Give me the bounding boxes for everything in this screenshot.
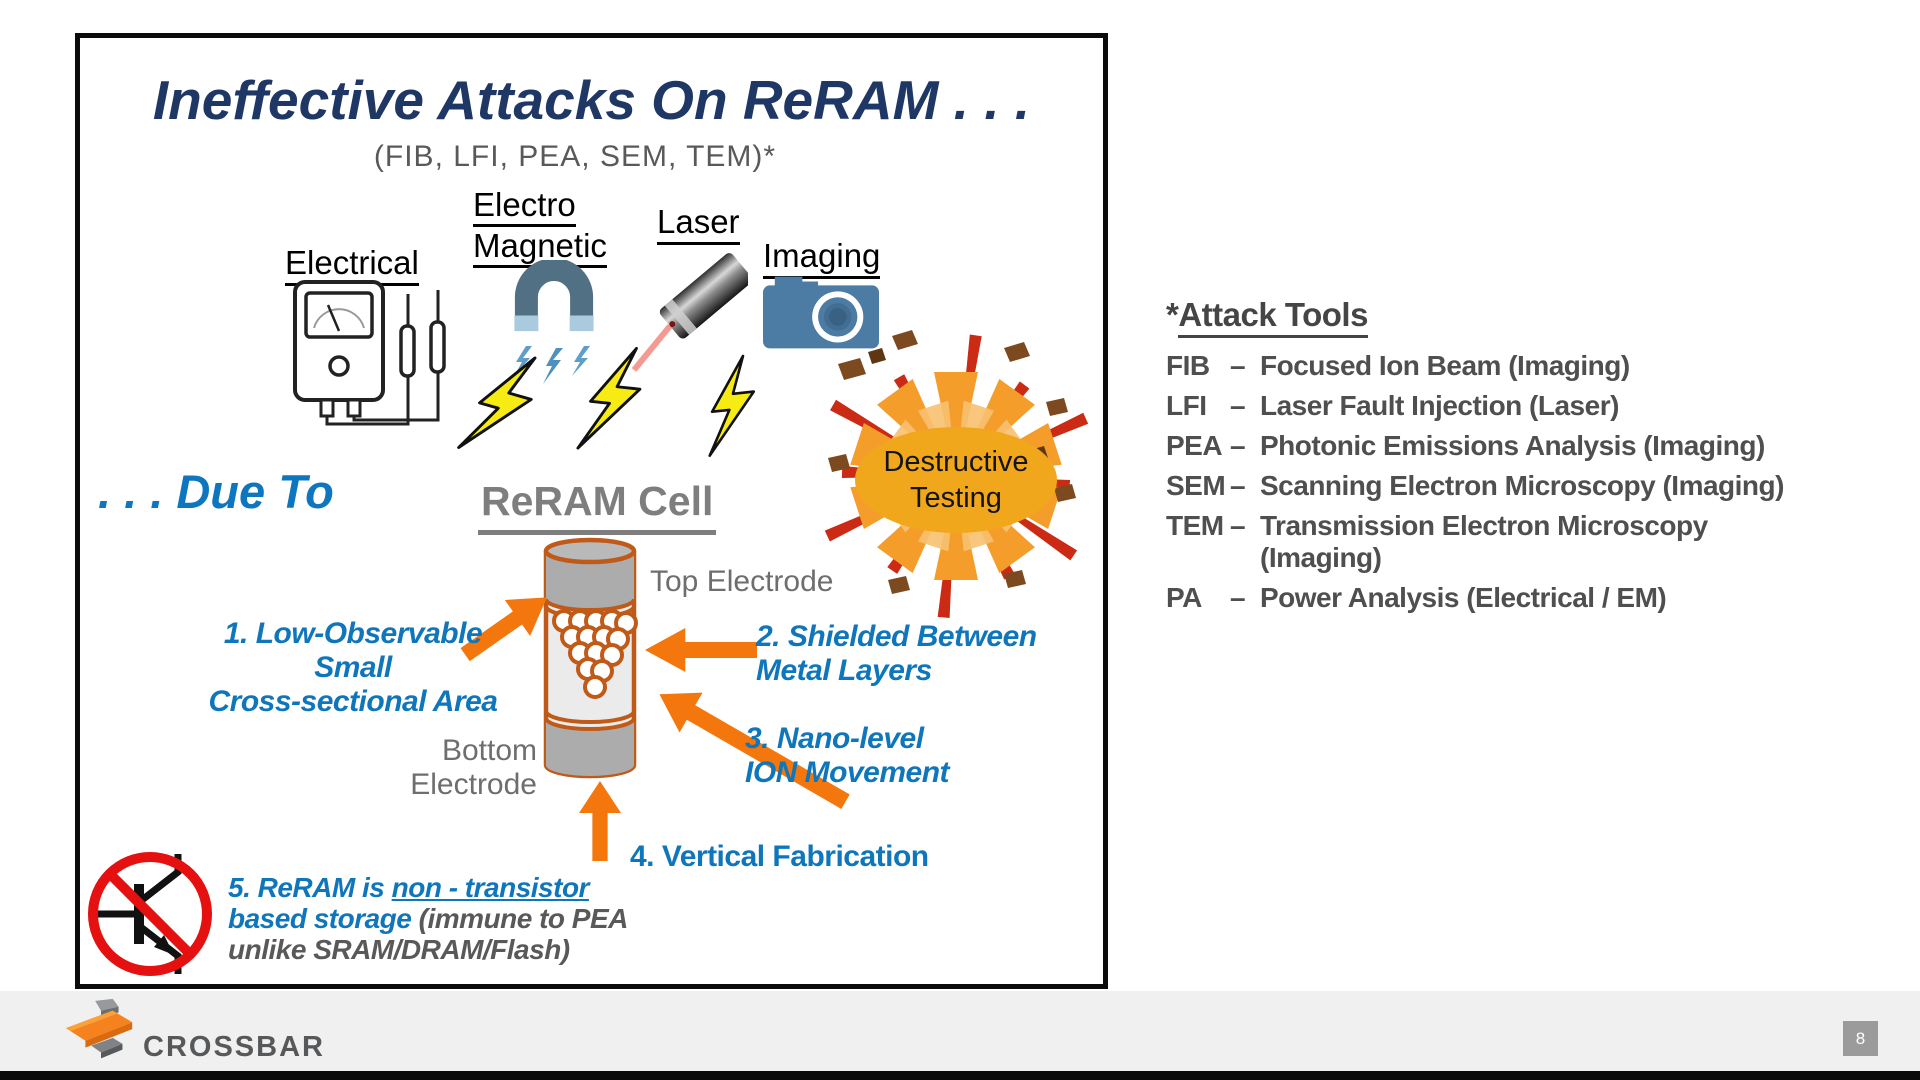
tool-dash: –	[1230, 350, 1246, 381]
reason-5-blue1: 5. ReRAM is	[228, 872, 392, 903]
label-imaging-text: Imaging	[763, 237, 881, 279]
reason-4: 4. Vertical Fabrication	[630, 840, 929, 873]
reram-cell-title: ReRAM Cell	[478, 478, 717, 535]
reason-5-blue2: based storage	[228, 903, 419, 934]
magnet-icon	[514, 260, 594, 332]
tool-dash: –	[1230, 390, 1246, 421]
explosion-graphic	[824, 330, 1089, 618]
attack-tool-row: FIB – Focused Ion Beam (Imaging)	[1166, 350, 1826, 382]
label-electromagnetic: Electro Magnetic	[473, 186, 607, 268]
reason-5-line1: 5. ReRAM is non - transistor	[228, 872, 628, 903]
crossbar-logo-icon	[65, 998, 133, 1059]
tool-abbr: PEA	[1166, 430, 1223, 461]
slide-subtitle: (FIB, LFI, PEA, SEM, TEM)*	[373, 140, 777, 173]
attack-tool-row: TEM – Transmission Electron Microscopy (…	[1166, 510, 1826, 574]
top-electrode-label: Top Electrode	[650, 565, 834, 598]
attack-tools-star: *	[1166, 296, 1179, 333]
attack-tool-row: PA – Power Analysis (Electrical / EM)	[1166, 582, 1826, 614]
attack-tools-heading-text: Attack Tools	[1178, 296, 1368, 338]
tool-desc: Power Analysis (Electrical / EM)	[1260, 582, 1667, 613]
lightning-bolt-icon	[708, 354, 756, 457]
crossbar-brand-text: CROSSBAR	[143, 1031, 325, 1063]
label-laser: Laser	[657, 203, 740, 245]
attack-tool-row: LFI – Laser Fault Injection (Laser)	[1166, 390, 1826, 422]
attack-tools-list: FIB – Focused Ion Beam (Imaging) LFI – L…	[1166, 350, 1826, 614]
lightning-bolt-icon	[576, 346, 642, 450]
slide-title: Ineffective Attacks On ReRAM . . .	[152, 69, 1031, 131]
tool-dash: –	[1230, 582, 1246, 613]
reram-cell-title-text: ReRAM Cell	[478, 478, 717, 535]
label-laser-text: Laser	[657, 203, 740, 245]
tool-dash: –	[1230, 470, 1246, 501]
arrow-to-cell-middle	[645, 628, 757, 672]
reason-2: 2. Shielded Between Metal Layers	[756, 620, 1037, 688]
destructive-line2: Testing	[910, 482, 1002, 514]
reason-3: 3. Nano-level ION Movement	[745, 722, 950, 790]
attack-tool-row: PEA – Photonic Emissions Analysis (Imagi…	[1166, 430, 1826, 462]
tool-abbr: TEM	[1166, 510, 1224, 541]
reason-5-gray1: (immune to PEA	[418, 903, 629, 934]
camera-icon	[763, 276, 880, 349]
tool-desc: Focused Ion Beam (Imaging)	[1260, 350, 1630, 381]
due-to-text: . . . Due To	[98, 465, 334, 518]
arrow-to-cell-bottom	[579, 781, 621, 861]
reram-cell-diagram	[543, 537, 638, 779]
reason-2-line2: Metal Layers	[756, 654, 932, 687]
tool-abbr: FIB	[1166, 350, 1210, 381]
arrow-to-cell-upper-left	[460, 597, 547, 662]
reason-1-line2: Cross-sectional Area	[208, 685, 498, 718]
tool-abbr: SEM	[1166, 470, 1226, 501]
arrow-to-cell-lower	[659, 692, 850, 809]
attack-tools-panel: *Attack Tools FIB – Focused Ion Beam (Im…	[1166, 296, 1826, 622]
magnet-sparks-icon	[514, 346, 590, 384]
label-em-line1: Electro	[473, 186, 576, 227]
bottom-electrode-label: Bottom Electrode	[410, 734, 537, 801]
reason-5: 5. ReRAM is non - transistor based stora…	[228, 872, 628, 965]
tool-desc: Transmission Electron Microscopy (Imagin…	[1260, 510, 1708, 573]
reason-3-line2: ION Movement	[745, 756, 950, 789]
no-transistor-icon	[88, 852, 212, 976]
attack-tools-heading: *Attack Tools	[1166, 296, 1826, 338]
tool-dash: –	[1230, 510, 1246, 541]
reason-5-line2: based storage (immune to PEA	[228, 903, 628, 934]
tool-abbr: PA	[1166, 582, 1202, 613]
destructive-testing-label: Destructive Testing	[856, 444, 1056, 516]
reason-1: 1. Low-Observable Small Cross-sectional …	[188, 617, 518, 719]
bottom-bar	[0, 1071, 1920, 1080]
reason-1-line1: 1. Low-Observable Small	[223, 617, 483, 684]
tool-desc: Laser Fault Injection (Laser)	[1260, 390, 1619, 421]
attack-tool-row: SEM – Scanning Electron Microscopy (Imag…	[1166, 470, 1826, 502]
laser-pointer-icon	[631, 253, 748, 372]
multimeter-icon	[293, 280, 446, 426]
destructive-line1: Destructive	[883, 446, 1029, 478]
tool-abbr: LFI	[1166, 390, 1207, 421]
lightning-bolt-icon	[457, 356, 537, 449]
footer-strip	[0, 991, 1920, 1071]
reason-5-underlined: non - transistor	[391, 872, 590, 903]
tool-desc: Photonic Emissions Analysis (Imaging)	[1260, 430, 1765, 461]
reason-5-gray2: unlike SRAM/DRAM/Flash)	[228, 934, 570, 965]
tool-dash: –	[1230, 430, 1246, 461]
tool-desc: Scanning Electron Microscopy (Imaging)	[1260, 470, 1784, 501]
page-number-badge: 8	[1843, 1021, 1878, 1056]
reason-3-line1: 3. Nano-level	[745, 722, 924, 755]
label-imaging: Imaging	[763, 237, 881, 279]
reason-2-line1: 2. Shielded Between	[756, 620, 1037, 653]
